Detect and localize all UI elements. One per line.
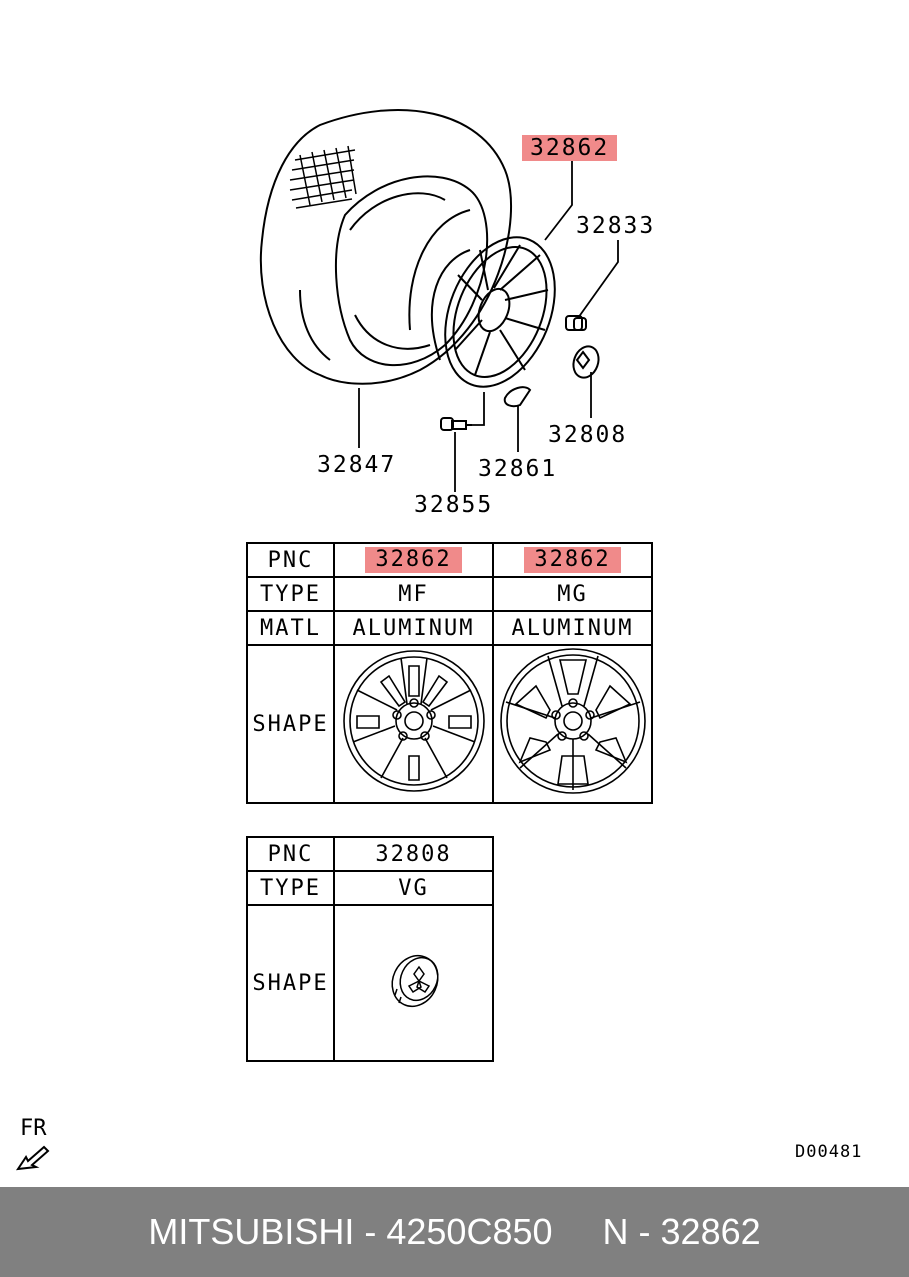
leader-lines <box>358 160 619 492</box>
type-header-2: TYPE <box>246 870 335 906</box>
pnc-header-2: PNC <box>246 836 335 872</box>
callout-cap: 32808 <box>548 422 628 448</box>
mf-shape-cell <box>333 644 494 804</box>
cap-shape-cell <box>333 904 494 1062</box>
cap-pnc: 32808 <box>333 836 494 872</box>
wheel-assembly-diagram <box>259 109 619 492</box>
callout-weight: 32861 <box>478 456 558 482</box>
pnc-header: PNC <box>246 542 335 578</box>
nut-drawing <box>565 315 587 331</box>
shape-header: SHAPE <box>246 644 335 804</box>
mg-matl: ALUMINUM <box>492 610 653 646</box>
tire-drawing <box>259 109 513 385</box>
footer-bar: MITSUBISHI - 4250C850 N - 32862 <box>0 1187 909 1277</box>
footer-brand-part: MITSUBISHI - 4250C850 <box>148 1211 553 1252</box>
mg-pnc-cell: 32862 <box>492 542 653 578</box>
cap-drawing <box>572 345 600 379</box>
diagram-code: D00481 <box>795 1142 863 1162</box>
matl-header: MATL <box>246 610 335 646</box>
callout-wheel: 32862 <box>522 135 618 161</box>
mf-pnc-cell: 32862 <box>333 542 494 578</box>
wheel-drawing <box>408 209 556 388</box>
cap-spec-table: PNC 32808 TYPE VG SHAPE <box>246 836 494 1062</box>
front-arrow-icon <box>15 1145 50 1171</box>
mf-type: MF <box>333 576 494 612</box>
footer-pnc: N - 32862 <box>602 1211 761 1252</box>
weight-drawing <box>503 386 532 408</box>
mg-pnc: 32862 <box>524 547 621 573</box>
cap-type: VG <box>333 870 494 906</box>
mg-type: MG <box>492 576 653 612</box>
shape-header-2: SHAPE <box>246 904 335 1062</box>
mf-matl: ALUMINUM <box>333 610 494 646</box>
cap-shape <box>390 954 439 1008</box>
mg-shape-cell <box>492 644 653 804</box>
mg-wheel-shape <box>499 648 646 794</box>
type-header: TYPE <box>246 576 335 612</box>
front-marker: FR <box>15 1116 54 1173</box>
mf-wheel-shape <box>342 650 485 792</box>
mf-pnc: 32862 <box>365 547 462 573</box>
fr-label: FR <box>20 1116 47 1141</box>
valve-drawing <box>440 417 472 431</box>
callout-valve: 32855 <box>414 492 494 518</box>
callout-nut: 32833 <box>576 213 656 239</box>
wheel-spec-table: PNC 32862 32862 TYPE MF MG MATL ALUMINUM… <box>246 542 653 804</box>
callout-tire: 32847 <box>317 452 397 478</box>
